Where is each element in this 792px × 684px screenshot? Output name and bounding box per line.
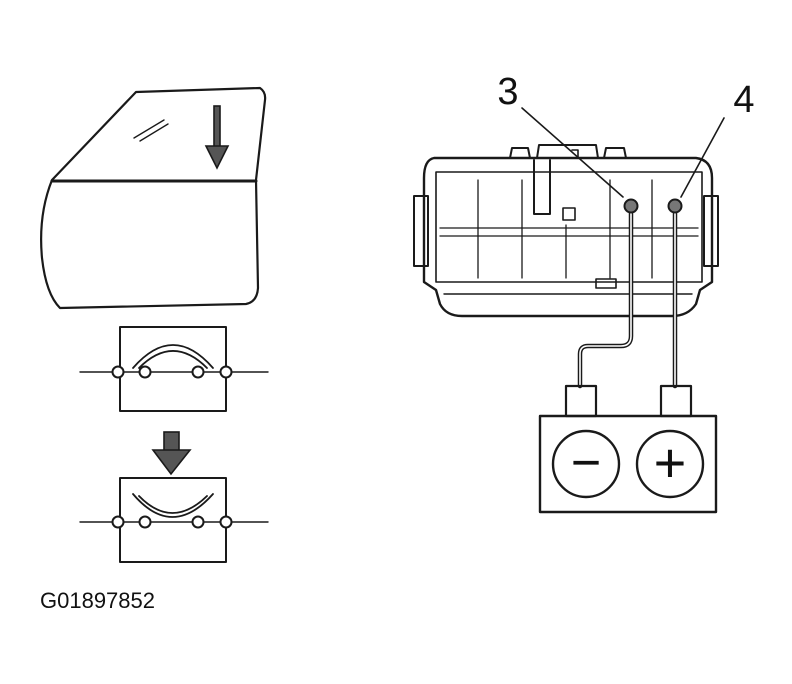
connector-side-tab-left	[413, 195, 429, 267]
callout-number-3: 3	[497, 71, 518, 113]
battery-post-negative	[564, 384, 598, 418]
contact-spring-upper	[132, 344, 214, 369]
terminal-icon	[138, 365, 152, 379]
door-illustration	[40, 86, 267, 310]
terminal-icon	[191, 365, 205, 379]
connector-latch	[536, 144, 599, 159]
negative-terminal-symbol: −	[571, 434, 601, 492]
battery-terminal-positive	[635, 429, 705, 499]
test-lead-negative	[577, 198, 639, 389]
connector-cavity-grid	[439, 179, 699, 279]
state-change-down-arrow-icon	[151, 431, 192, 476]
terminal-icon	[191, 515, 205, 529]
battery-post-positive	[659, 384, 693, 418]
contact-spring-lower	[132, 493, 214, 518]
test-lead-positive	[667, 198, 683, 389]
switch-connector-body	[413, 144, 719, 318]
battery	[538, 384, 718, 514]
window-down-arrow-icon	[204, 105, 230, 170]
switch-box-upper	[119, 326, 227, 412]
callout-leader-3	[521, 107, 624, 198]
connector-lock-slot	[533, 159, 551, 215]
switch-box-lower	[119, 477, 227, 563]
callout-number-4: 4	[733, 79, 754, 121]
terminal-icon	[111, 365, 125, 379]
terminal-icon	[111, 515, 125, 529]
terminal-icon	[219, 515, 233, 529]
switch-contact-upper	[79, 326, 269, 412]
switch-contact-lower	[79, 477, 269, 563]
probe-tip-icon	[623, 198, 639, 214]
glass-reflection-icon	[133, 119, 169, 142]
door-outline	[40, 86, 267, 310]
callout-leader-4	[680, 117, 725, 198]
battery-case	[538, 414, 718, 514]
terminal-icon	[138, 515, 152, 529]
connector-housing	[422, 156, 714, 318]
probe-tip-icon	[667, 198, 683, 214]
terminal-icon	[219, 365, 233, 379]
battery-terminal-negative	[551, 429, 621, 499]
positive-terminal-symbol: +	[654, 431, 687, 494]
figure-id: G01897852	[40, 588, 155, 613]
